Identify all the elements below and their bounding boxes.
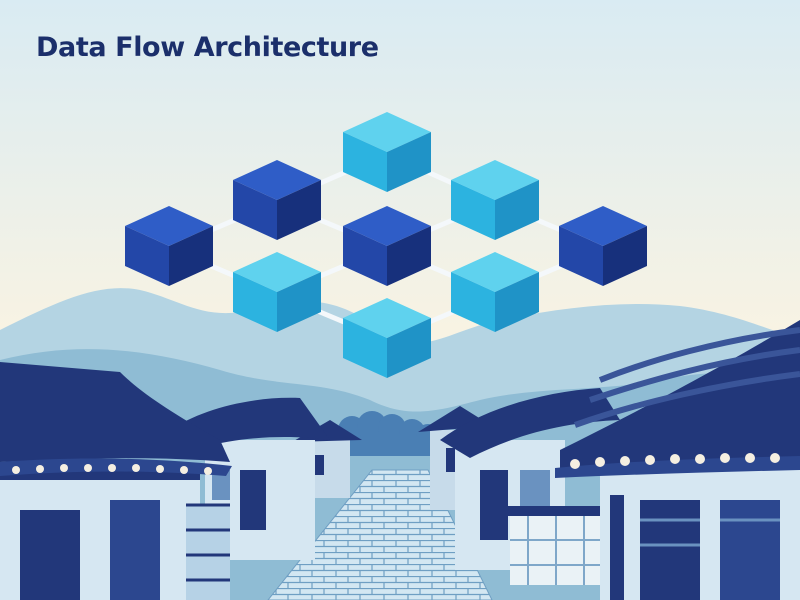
network-node-cube <box>451 160 539 240</box>
cube-face <box>343 226 387 286</box>
network-node-cube <box>233 252 321 332</box>
network-node-cube <box>559 206 647 286</box>
cube-face <box>387 226 431 286</box>
cube-face <box>603 226 647 286</box>
tree-line <box>323 411 440 456</box>
network-node-cube <box>233 160 321 240</box>
cube-face <box>451 272 495 332</box>
cube-face <box>277 180 321 240</box>
network-node-cube <box>343 206 431 286</box>
cube-face <box>451 180 495 240</box>
network-node-cube <box>343 112 431 192</box>
cube-face <box>125 226 169 286</box>
cube-face <box>387 132 431 192</box>
network-nodes <box>125 112 647 378</box>
network-node-cube <box>125 206 213 286</box>
page-title: Data Flow Architecture <box>36 32 379 63</box>
network-node-cube <box>343 298 431 378</box>
cube-face <box>277 272 321 332</box>
network-node-cube <box>451 252 539 332</box>
cube-face <box>233 272 277 332</box>
left-buildings <box>0 362 362 600</box>
cube-face <box>495 272 539 332</box>
cube-face <box>387 318 431 378</box>
cube-face <box>559 226 603 286</box>
cube-face <box>169 226 213 286</box>
cube-face <box>233 180 277 240</box>
cube-face <box>495 180 539 240</box>
right-buildings <box>418 320 800 600</box>
cube-face <box>343 132 387 192</box>
cube-face <box>343 318 387 378</box>
